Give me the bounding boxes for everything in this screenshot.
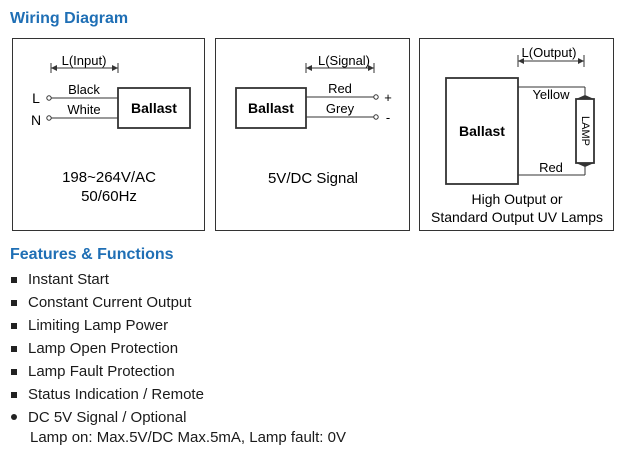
input-frequency-spec: 50/60Hz: [81, 188, 137, 205]
square-bullet-icon: [11, 277, 17, 283]
red-wire-label: Red: [539, 160, 563, 175]
features-title: Features & Functions: [10, 246, 174, 263]
plus-terminal-label: +: [384, 90, 392, 105]
feature-item: Limiting Lamp Power: [10, 314, 204, 337]
signal-length-label: L(Signal): [318, 53, 370, 68]
output-wiring-svg: L(Output) Ballast Yellow Red LAMP High O…: [431, 45, 603, 225]
terminal-n-label: N: [31, 112, 41, 128]
feature-item: DC 5V Signal / Optional: [10, 406, 204, 429]
ballast-box: [117, 87, 191, 129]
grey-wire-label: Grey: [326, 101, 355, 116]
square-bullet-icon: [11, 300, 17, 306]
ballast-box: [445, 77, 519, 185]
minus-terminal-label: -: [386, 110, 390, 125]
feature-item: Lamp Fault Protection: [10, 360, 204, 383]
input-wiring-svg: L(Input) L N Black White Ballast 198~264…: [31, 53, 191, 205]
output-length-label: L(Output): [522, 45, 577, 60]
signal-caption: 5V/DC Signal: [268, 170, 358, 187]
feature-item: Lamp Open Protection: [10, 337, 204, 360]
signal-wiring-panel: L(Signal) Ballast Red Grey + - 5V/DC Sig…: [215, 38, 410, 231]
ballast-box: [235, 87, 307, 129]
red-wire-label: Red: [328, 81, 352, 96]
lamp-status-note: Lamp on: Max.5V/DC Max.5mA, Lamp fault: …: [30, 429, 346, 446]
yellow-wire-label: Yellow: [532, 87, 570, 102]
dot-bullet-icon: [11, 414, 17, 420]
signal-wiring-svg: L(Signal) Ballast Red Grey + - 5V/DC Sig…: [235, 53, 392, 187]
features-list: Instant Start Constant Current Output Li…: [10, 268, 204, 429]
lamp-tube-icon: [575, 95, 595, 167]
ballast-label: Ballast: [248, 100, 294, 116]
ballast-label: Ballast: [131, 100, 177, 116]
square-bullet-icon: [11, 369, 17, 375]
terminal-l-label: L: [32, 90, 40, 106]
square-bullet-icon: [11, 346, 17, 352]
wiring-diagram-title: Wiring Diagram: [10, 10, 129, 27]
output-caption-line1: High Output or: [471, 191, 562, 207]
white-wire-label: White: [67, 102, 100, 117]
lamp-label: LAMP: [579, 116, 591, 146]
square-bullet-icon: [11, 323, 17, 329]
input-voltage-spec: 198~264V/AC: [62, 169, 156, 186]
output-caption-line2: Standard Output UV Lamps: [431, 209, 603, 225]
ballast-label: Ballast: [459, 123, 505, 139]
square-bullet-icon: [11, 392, 17, 398]
feature-item: Status Indication / Remote: [10, 383, 204, 406]
output-wiring-panel: L(Output) Ballast Yellow Red LAMP High O…: [419, 38, 614, 231]
feature-item: Instant Start: [10, 268, 204, 291]
black-wire-label: Black: [68, 82, 100, 97]
feature-item: Constant Current Output: [10, 291, 204, 314]
input-wiring-panel: L(Input) L N Black White Ballast 198~264…: [12, 38, 205, 231]
input-length-label: L(Input): [62, 53, 107, 68]
